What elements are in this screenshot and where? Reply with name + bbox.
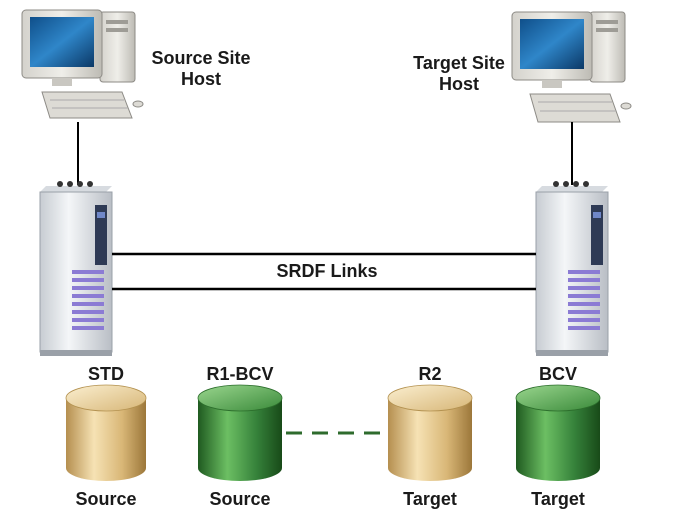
std-device-cylinder-icon (65, 384, 147, 481)
device-top-label-std: STD (88, 364, 124, 384)
target-host-label: Target Site Host (396, 53, 522, 95)
r1-bcv-device-cylinder-icon (197, 384, 283, 481)
device-bottom-label-r1-bcv: Source (209, 489, 271, 509)
r2-device-cylinder-icon (387, 384, 473, 481)
target-storage-array-icon (535, 181, 609, 356)
source-host-computer-icon (21, 9, 144, 119)
source-host-label: Source Site Host (136, 48, 266, 90)
target-host-label-line2: Host (439, 74, 479, 94)
device-bottom-label-r2: Target (403, 489, 457, 509)
target-host-computer-icon (511, 11, 632, 123)
device-top-label-r1-bcv: R1-BCV (206, 364, 274, 384)
target-host-label-line1: Target Site (413, 53, 505, 73)
source-storage-array-icon (39, 181, 113, 356)
source-host-label-line2: Host (181, 69, 221, 89)
source-host-label-line1: Source Site (151, 48, 251, 68)
device-top-label-r2: R2 (418, 364, 442, 384)
srdf-links-label: SRDF Links (276, 261, 378, 281)
device-bottom-label-bcv: Target (531, 489, 585, 509)
bcv-device-cylinder-icon (515, 384, 601, 481)
device-bottom-label-std: Source (75, 489, 137, 509)
device-top-label-bcv: BCV (538, 364, 577, 384)
